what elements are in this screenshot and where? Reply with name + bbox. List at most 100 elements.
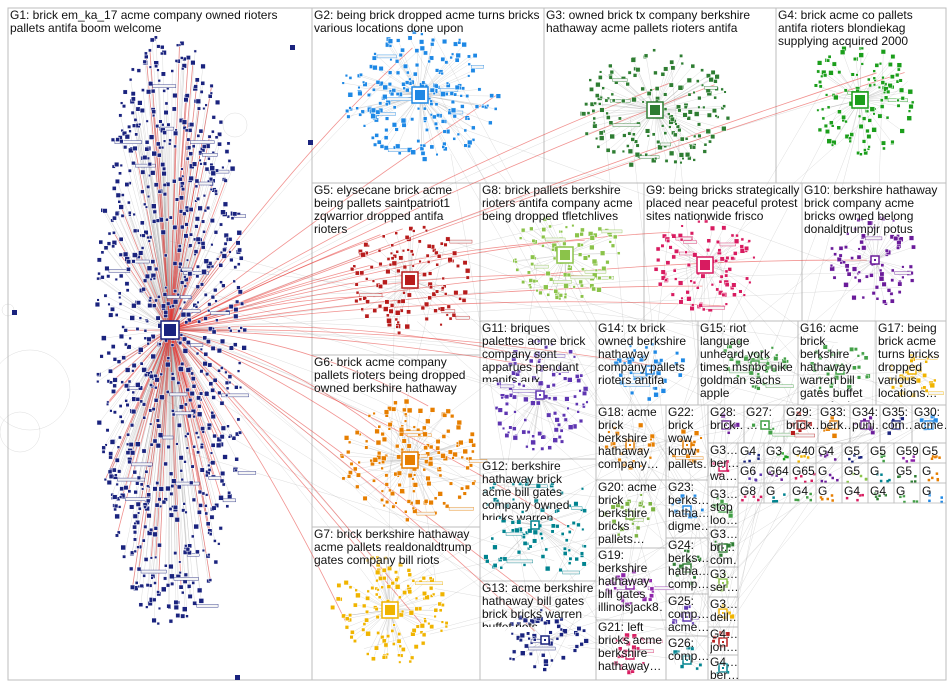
node: [118, 436, 121, 439]
node: [109, 381, 112, 384]
node: [410, 250, 413, 253]
node: [861, 352, 864, 355]
node: [817, 109, 820, 112]
node: [546, 413, 551, 418]
node: [777, 454, 780, 457]
node: [733, 251, 737, 255]
node: [148, 49, 151, 52]
node: [543, 668, 547, 672]
node: [184, 285, 187, 288]
node: [822, 117, 825, 120]
node: [522, 430, 526, 434]
node: [678, 373, 682, 377]
node: [167, 604, 171, 608]
node: [897, 104, 900, 107]
node: [213, 434, 217, 438]
node: [349, 76, 352, 79]
node: [674, 278, 677, 281]
node: [231, 217, 234, 220]
node: [427, 481, 432, 486]
node: [529, 279, 533, 283]
node: [890, 364, 893, 367]
node: [429, 285, 433, 289]
node: [165, 102, 168, 105]
node: [412, 628, 416, 632]
node: [517, 369, 521, 373]
node: [456, 264, 459, 267]
node: [355, 593, 360, 598]
node: [204, 293, 207, 296]
node: [356, 107, 359, 110]
node: [182, 607, 187, 612]
node: [876, 498, 879, 501]
node-label: [720, 243, 736, 246]
node: [821, 480, 824, 483]
node: [914, 480, 917, 483]
node: [670, 60, 674, 64]
node: [760, 350, 763, 353]
node: [221, 210, 226, 215]
node: [115, 514, 120, 519]
node: [126, 451, 130, 455]
node: [598, 227, 602, 231]
node: [108, 369, 112, 373]
node: [462, 42, 467, 47]
node: [145, 206, 148, 209]
node: [143, 60, 147, 64]
node: [181, 168, 184, 171]
node: [541, 537, 544, 540]
node: [810, 499, 813, 502]
node: [525, 482, 529, 486]
node: [752, 423, 756, 427]
node: [407, 568, 411, 572]
node: [901, 96, 905, 100]
node: [612, 99, 615, 102]
node: [875, 285, 879, 289]
node: [395, 318, 398, 321]
cluster-g25: [672, 605, 699, 625]
node: [686, 454, 691, 459]
node: [702, 308, 705, 311]
node: [626, 144, 629, 147]
node: [192, 162, 197, 167]
node: [131, 161, 135, 165]
node: [156, 316, 160, 320]
node: [866, 110, 869, 113]
node: [103, 208, 108, 213]
node: [382, 235, 385, 238]
node: [527, 271, 530, 274]
node: [564, 296, 567, 299]
node: [189, 207, 193, 211]
hub-node-inner: [839, 369, 841, 371]
node: [664, 132, 667, 135]
node: [584, 639, 589, 644]
node: [878, 86, 881, 89]
node: [409, 610, 414, 615]
node: [678, 281, 683, 286]
node: [885, 494, 888, 497]
node: [722, 226, 726, 230]
node: [634, 534, 638, 538]
node: [96, 380, 99, 383]
node: [888, 377, 891, 380]
node: [573, 286, 576, 289]
node: [838, 70, 841, 73]
node: [133, 229, 137, 233]
node: [419, 260, 422, 263]
node: [179, 561, 182, 564]
node: [397, 269, 401, 273]
node: [502, 427, 505, 430]
node: [375, 133, 379, 137]
node: [872, 127, 877, 132]
node: [636, 647, 640, 651]
small-group-box: [842, 463, 868, 483]
node-label: [238, 471, 256, 474]
node: [192, 384, 196, 388]
node: [753, 495, 756, 498]
node: [152, 598, 156, 602]
node: [692, 146, 696, 150]
node: [628, 71, 631, 74]
node: [436, 113, 440, 117]
node: [355, 430, 359, 434]
